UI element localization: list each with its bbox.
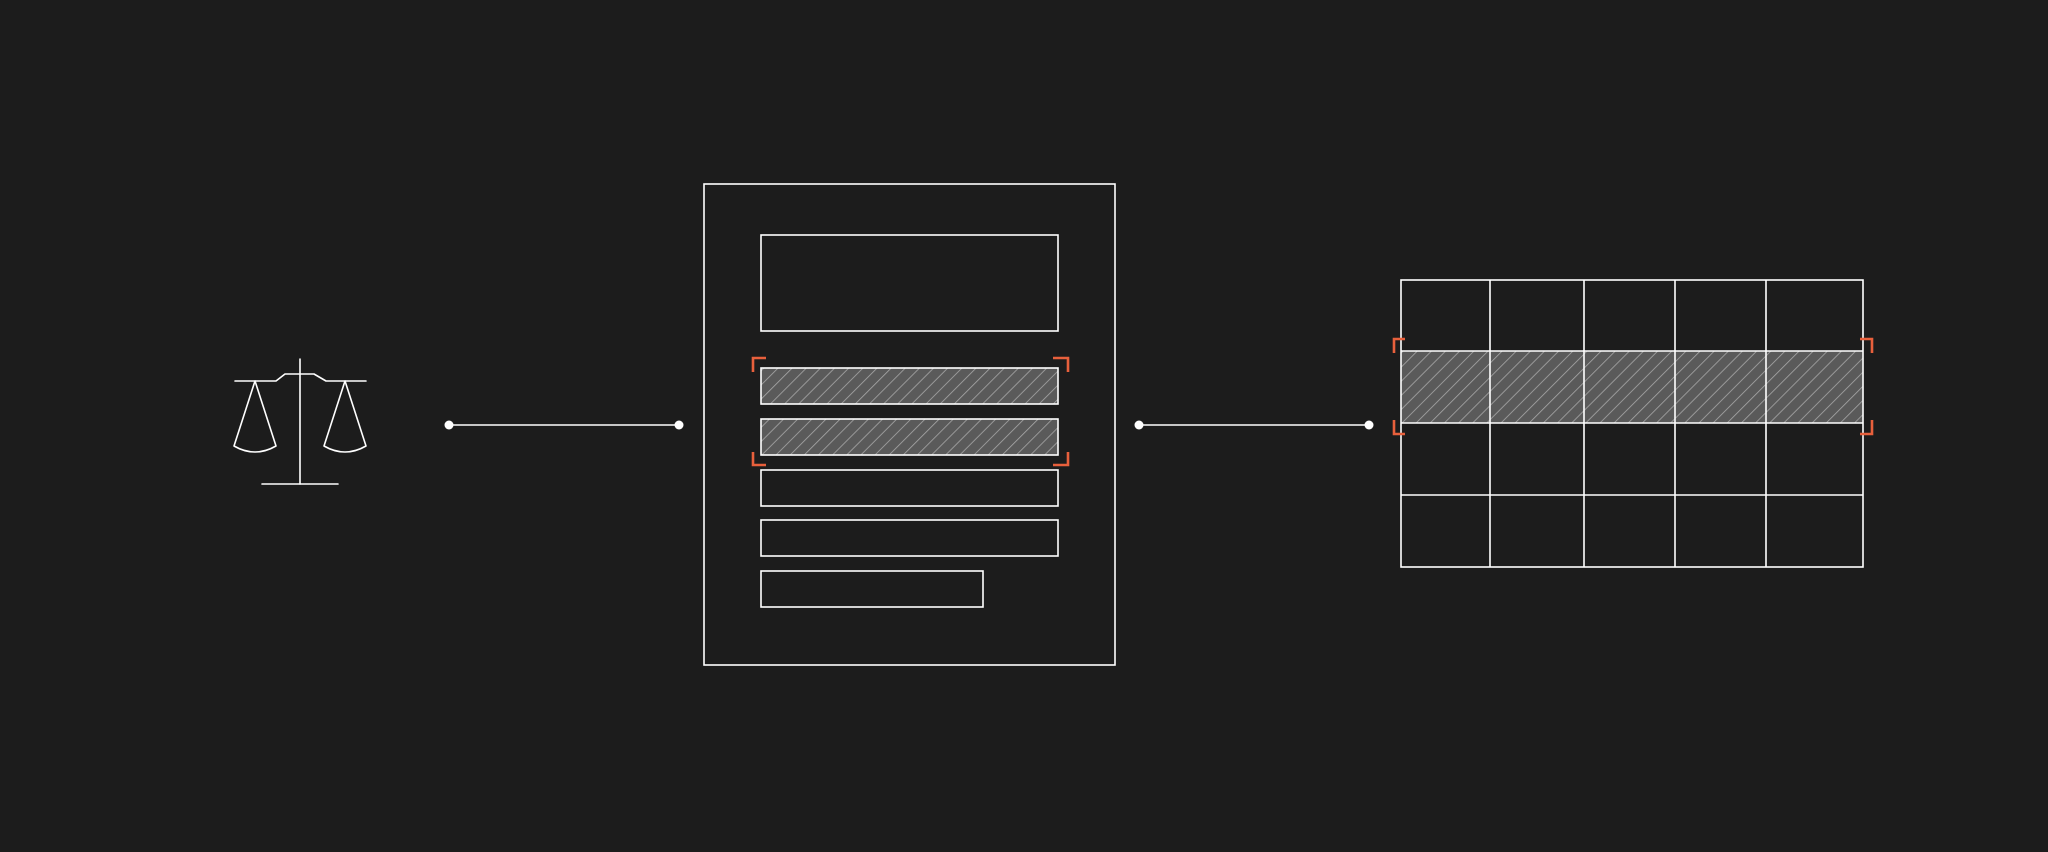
connector-right bbox=[1134, 420, 1374, 430]
bracket-top-right bbox=[1053, 356, 1070, 372]
scales-of-justice-icon bbox=[233, 358, 367, 485]
connector-left-end-dot bbox=[674, 420, 684, 430]
connector-left-start-dot bbox=[444, 420, 454, 430]
bracket-top-left bbox=[1392, 337, 1405, 353]
bracket-bottom-left bbox=[751, 452, 766, 467]
bracket-top-left bbox=[751, 356, 766, 372]
document-text-line bbox=[760, 570, 984, 608]
document-header-block bbox=[760, 234, 1059, 332]
table-highlighted-row bbox=[1401, 351, 1863, 423]
bracket-bottom-right bbox=[1860, 420, 1874, 436]
document-page bbox=[703, 183, 1116, 666]
document bbox=[703, 183, 1116, 666]
table-selection-brackets bbox=[1392, 337, 1874, 436]
document-highlighted-line bbox=[760, 418, 1059, 456]
connector-right-end-dot bbox=[1364, 420, 1374, 430]
bracket-bottom-left bbox=[1392, 420, 1405, 436]
document-text-line bbox=[760, 519, 1059, 557]
connector-right-start-dot bbox=[1134, 420, 1144, 430]
document-text-line bbox=[760, 469, 1059, 507]
document-selection-brackets bbox=[751, 356, 1070, 467]
table bbox=[1400, 279, 1864, 568]
document-highlighted-line bbox=[760, 367, 1059, 405]
bracket-top-right bbox=[1860, 337, 1874, 353]
connector-left bbox=[444, 420, 684, 430]
bracket-bottom-right bbox=[1053, 452, 1070, 467]
